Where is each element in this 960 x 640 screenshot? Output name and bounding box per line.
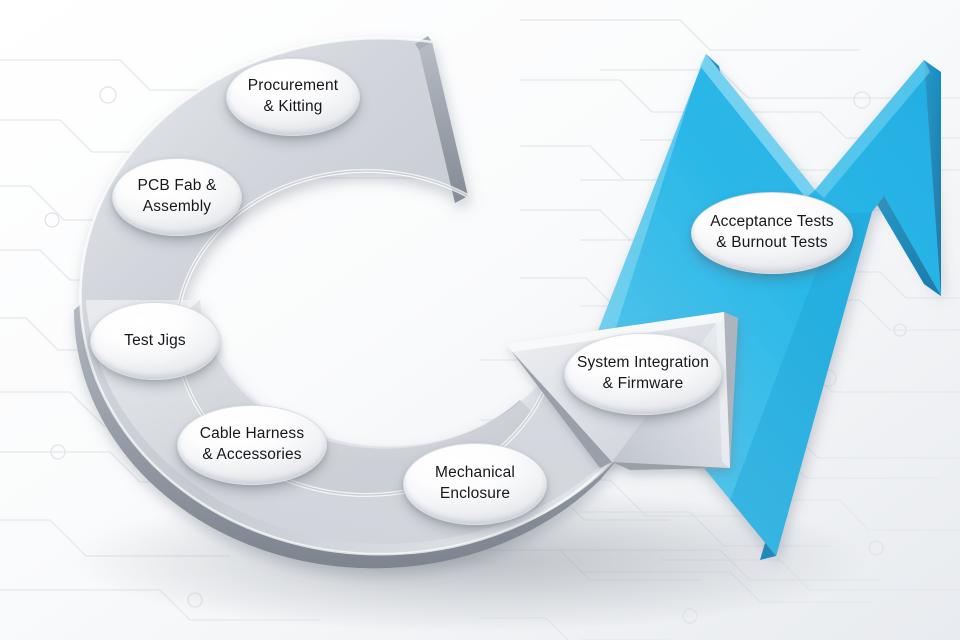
step-node-cable-harness[interactable]: Cable Harness & Accessories: [177, 405, 327, 485]
step-node-test-jigs[interactable]: Test Jigs: [90, 302, 220, 380]
step-label-text: PCB Fab & Assembly: [137, 177, 217, 215]
step-node-acceptance-burnout[interactable]: Acceptance Tests & Burnout Tests: [691, 192, 853, 274]
growth-arrow-cyan: [596, 54, 941, 560]
step-label-text: Mechanical Enclosure: [435, 464, 515, 502]
step-label-text: Test Jigs: [124, 331, 186, 349]
step-label-text: Procurement & Kitting: [247, 77, 339, 115]
step-label-text: System Integration & Firmware: [577, 354, 709, 392]
step-node-mechanical-enclosure[interactable]: Mechanical Enclosure: [403, 443, 547, 525]
step-label-text: Acceptance Tests & Burnout Tests: [710, 213, 834, 251]
step-node-system-integration[interactable]: System Integration & Firmware: [564, 333, 722, 415]
step-label-text: Cable Harness & Accessories: [199, 425, 305, 463]
step-node-procurement-kitting[interactable]: Procurement & Kitting: [226, 58, 360, 136]
step-node-pcb-fab-assembly[interactable]: PCB Fab & Assembly: [112, 158, 242, 236]
